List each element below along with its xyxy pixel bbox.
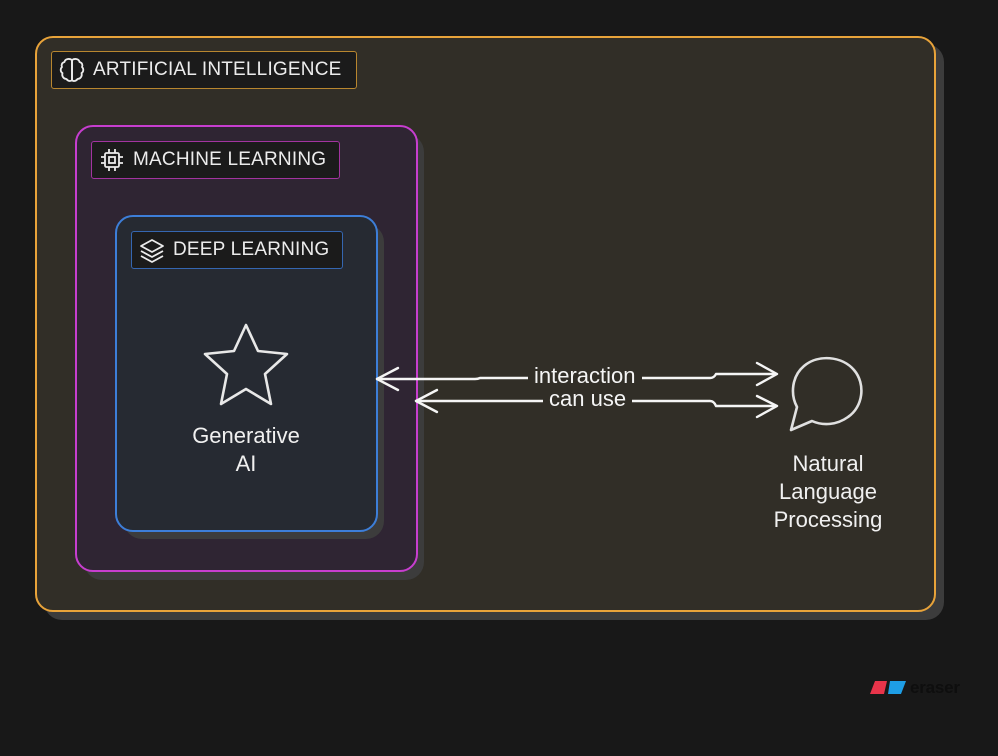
arrowhead-right: [755, 361, 779, 387]
arrowhead-left: [375, 366, 400, 392]
artificial-intelligence-label-text: ARTIFICIAL INTELLIGENCE: [93, 59, 342, 80]
artificial-intelligence-label[interactable]: ARTIFICIAL INTELLIGENCE: [51, 51, 357, 89]
eraser-logo-icon: [870, 681, 906, 694]
arrowhead-right: [755, 394, 779, 419]
arrowhead-left: [414, 388, 439, 414]
machine-learning-label[interactable]: MACHINE LEARNING: [91, 141, 340, 179]
brain-icon: [59, 58, 85, 82]
star-icon[interactable]: [201, 322, 291, 408]
machine-learning-label-text: MACHINE LEARNING: [133, 149, 327, 170]
chip-icon: [101, 149, 123, 171]
generative-ai-node[interactable]: Generative AI: [166, 422, 326, 478]
generative-ai-label-line1: Generative: [192, 423, 300, 448]
edge-can-use-label[interactable]: can use: [543, 387, 633, 411]
edge-can-use[interactable]: [414, 388, 779, 419]
nlp-label-line3: Processing: [773, 507, 883, 532]
generative-ai-label-line2: AI: [235, 451, 257, 476]
layers-icon: [140, 239, 164, 263]
deep-learning-label-text: DEEP LEARNING: [173, 239, 330, 260]
speech-bubble-icon[interactable]: [787, 353, 871, 435]
eraser-brand-text: eraser: [910, 678, 960, 697]
edge-interaction-label[interactable]: interaction: [528, 364, 642, 388]
eraser-branding[interactable]: eraser: [870, 678, 960, 698]
deep-learning-label[interactable]: DEEP LEARNING: [131, 231, 343, 269]
nlp-label-line2: Language: [779, 479, 877, 504]
nlp-node[interactable]: Natural Language Processing: [748, 450, 908, 534]
nlp-label-line1: Natural: [792, 451, 864, 476]
